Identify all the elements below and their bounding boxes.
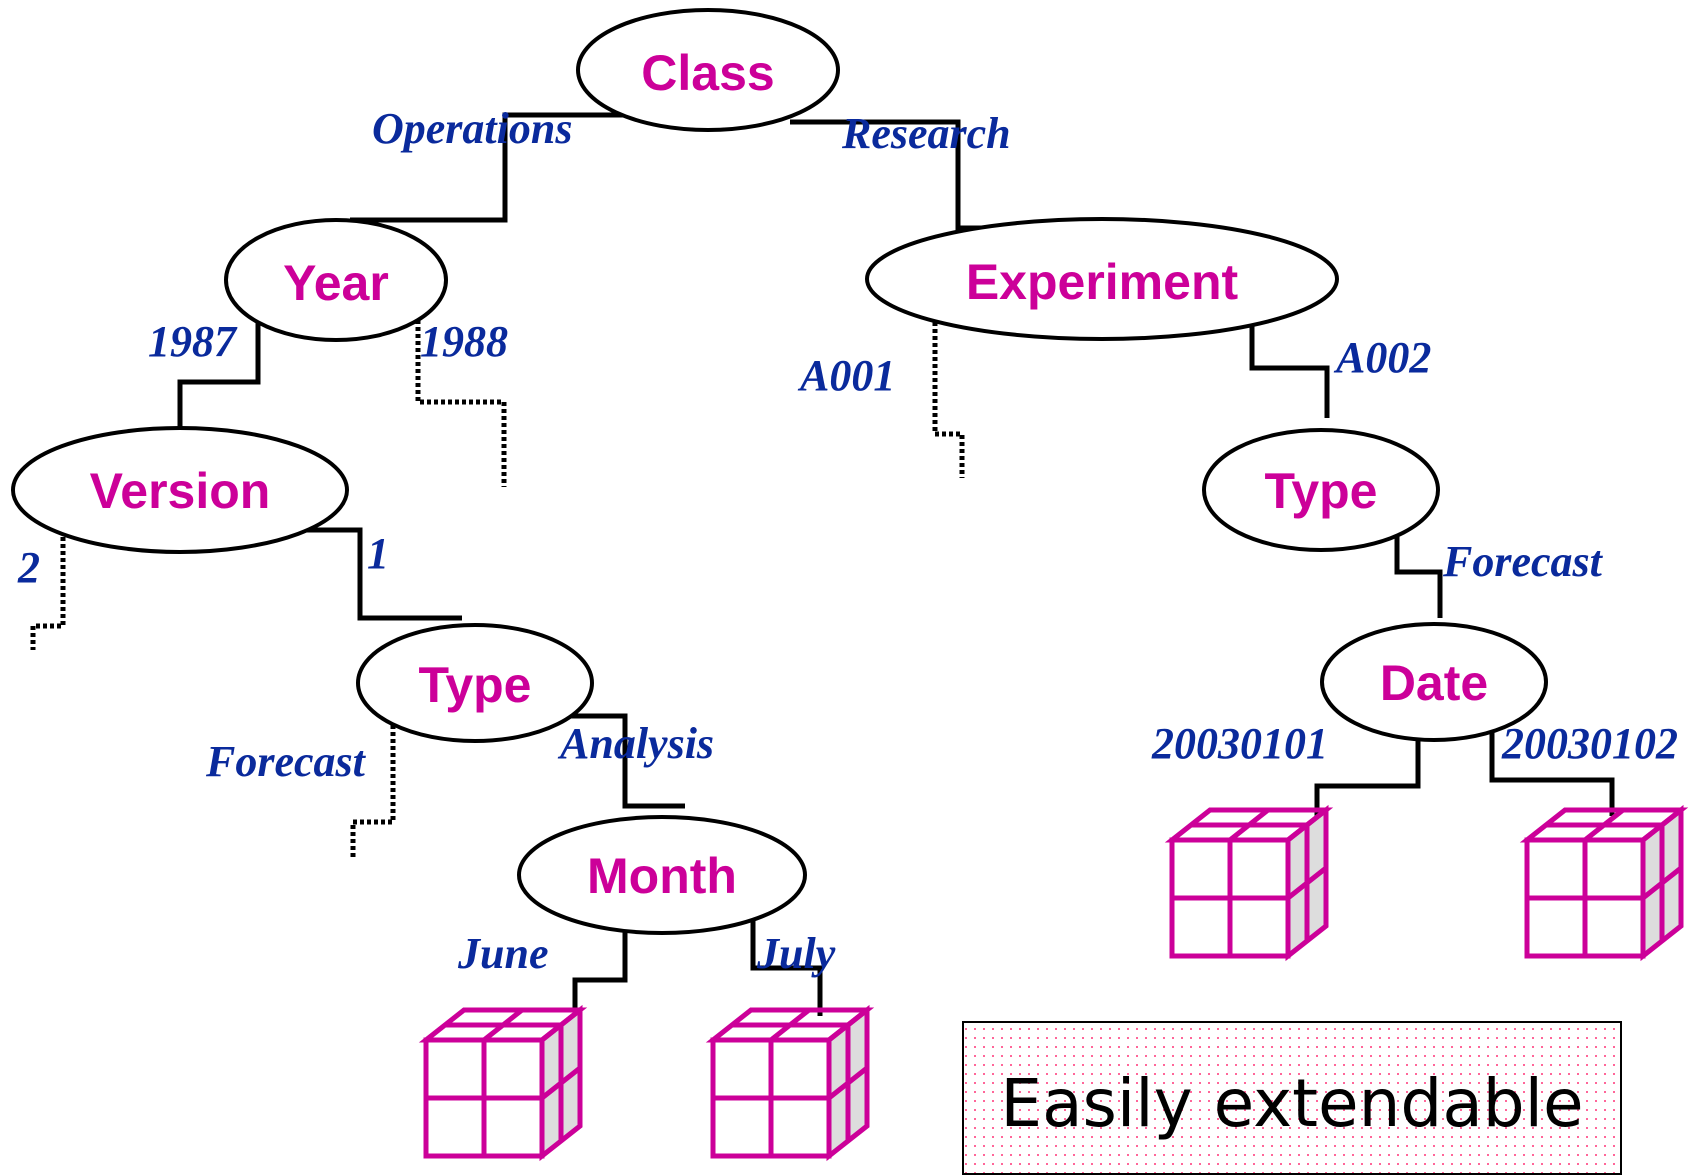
- edge-year-version: [177, 322, 261, 430]
- label-analysis: Analysis: [557, 719, 714, 768]
- node-type-right[interactable]: Type: [1202, 428, 1440, 552]
- label-research: Research: [841, 109, 1011, 158]
- data-cubes: [418, 804, 1689, 1162]
- label-forecast-left: Forecast: [205, 737, 367, 786]
- node-version-label: Version: [90, 463, 271, 519]
- node-type-left[interactable]: Type: [356, 623, 594, 743]
- node-class-label: Class: [641, 45, 774, 101]
- node-class[interactable]: Class: [576, 8, 840, 132]
- node-date-label: Date: [1380, 655, 1488, 711]
- node-version[interactable]: Version: [11, 426, 349, 554]
- edge-type-forecast: [350, 718, 396, 858]
- label-1: 1: [367, 529, 389, 578]
- edge-class-year: [350, 112, 665, 223]
- data-cube-20030102: [1519, 804, 1689, 962]
- label-june: June: [457, 929, 548, 978]
- edge-date-20030101: [1314, 740, 1421, 840]
- edge-experiment-type: [1249, 316, 1330, 418]
- edge-version-type: [258, 527, 462, 621]
- label-1987: 1987: [148, 317, 238, 366]
- edge-experiment-a001: [932, 322, 965, 478]
- node-type-right-label: Type: [1265, 463, 1378, 519]
- label-operations: Operations: [372, 104, 572, 153]
- data-cube-july: [705, 1004, 875, 1162]
- label-20030102: 20030102: [1501, 719, 1678, 768]
- label-forecast-right: Forecast: [1442, 537, 1604, 586]
- node-year[interactable]: Year: [224, 218, 448, 342]
- edge-date-20030102: [1489, 716, 1615, 816]
- label-a001: A001: [797, 351, 895, 400]
- node-experiment[interactable]: Experiment: [865, 217, 1339, 341]
- label-july: July: [756, 929, 836, 978]
- data-cube-20030101: [1164, 804, 1334, 962]
- edge-year-1988: [415, 320, 507, 487]
- node-year-label: Year: [283, 255, 389, 311]
- label-20030101: 20030101: [1151, 719, 1328, 768]
- edge-labels: Operations Research 1987 1988 A001 A002 …: [17, 104, 1678, 978]
- label-a002: A002: [1333, 333, 1431, 382]
- label-2: 2: [17, 543, 40, 592]
- node-date[interactable]: Date: [1320, 622, 1548, 742]
- data-cube-june: [418, 1004, 588, 1162]
- node-experiment-label: Experiment: [966, 254, 1239, 310]
- node-type-left-label: Type: [419, 657, 532, 713]
- edge-month-july: [750, 910, 823, 1016]
- label-1988: 1988: [420, 317, 508, 366]
- node-month[interactable]: Month: [517, 815, 807, 935]
- node-month-label: Month: [587, 848, 737, 904]
- note-box: Easily extendable: [962, 1021, 1622, 1175]
- edge-type-date: [1394, 526, 1443, 618]
- edge-type-month: [568, 713, 685, 809]
- note-text: Easily extendable: [1000, 1065, 1583, 1142]
